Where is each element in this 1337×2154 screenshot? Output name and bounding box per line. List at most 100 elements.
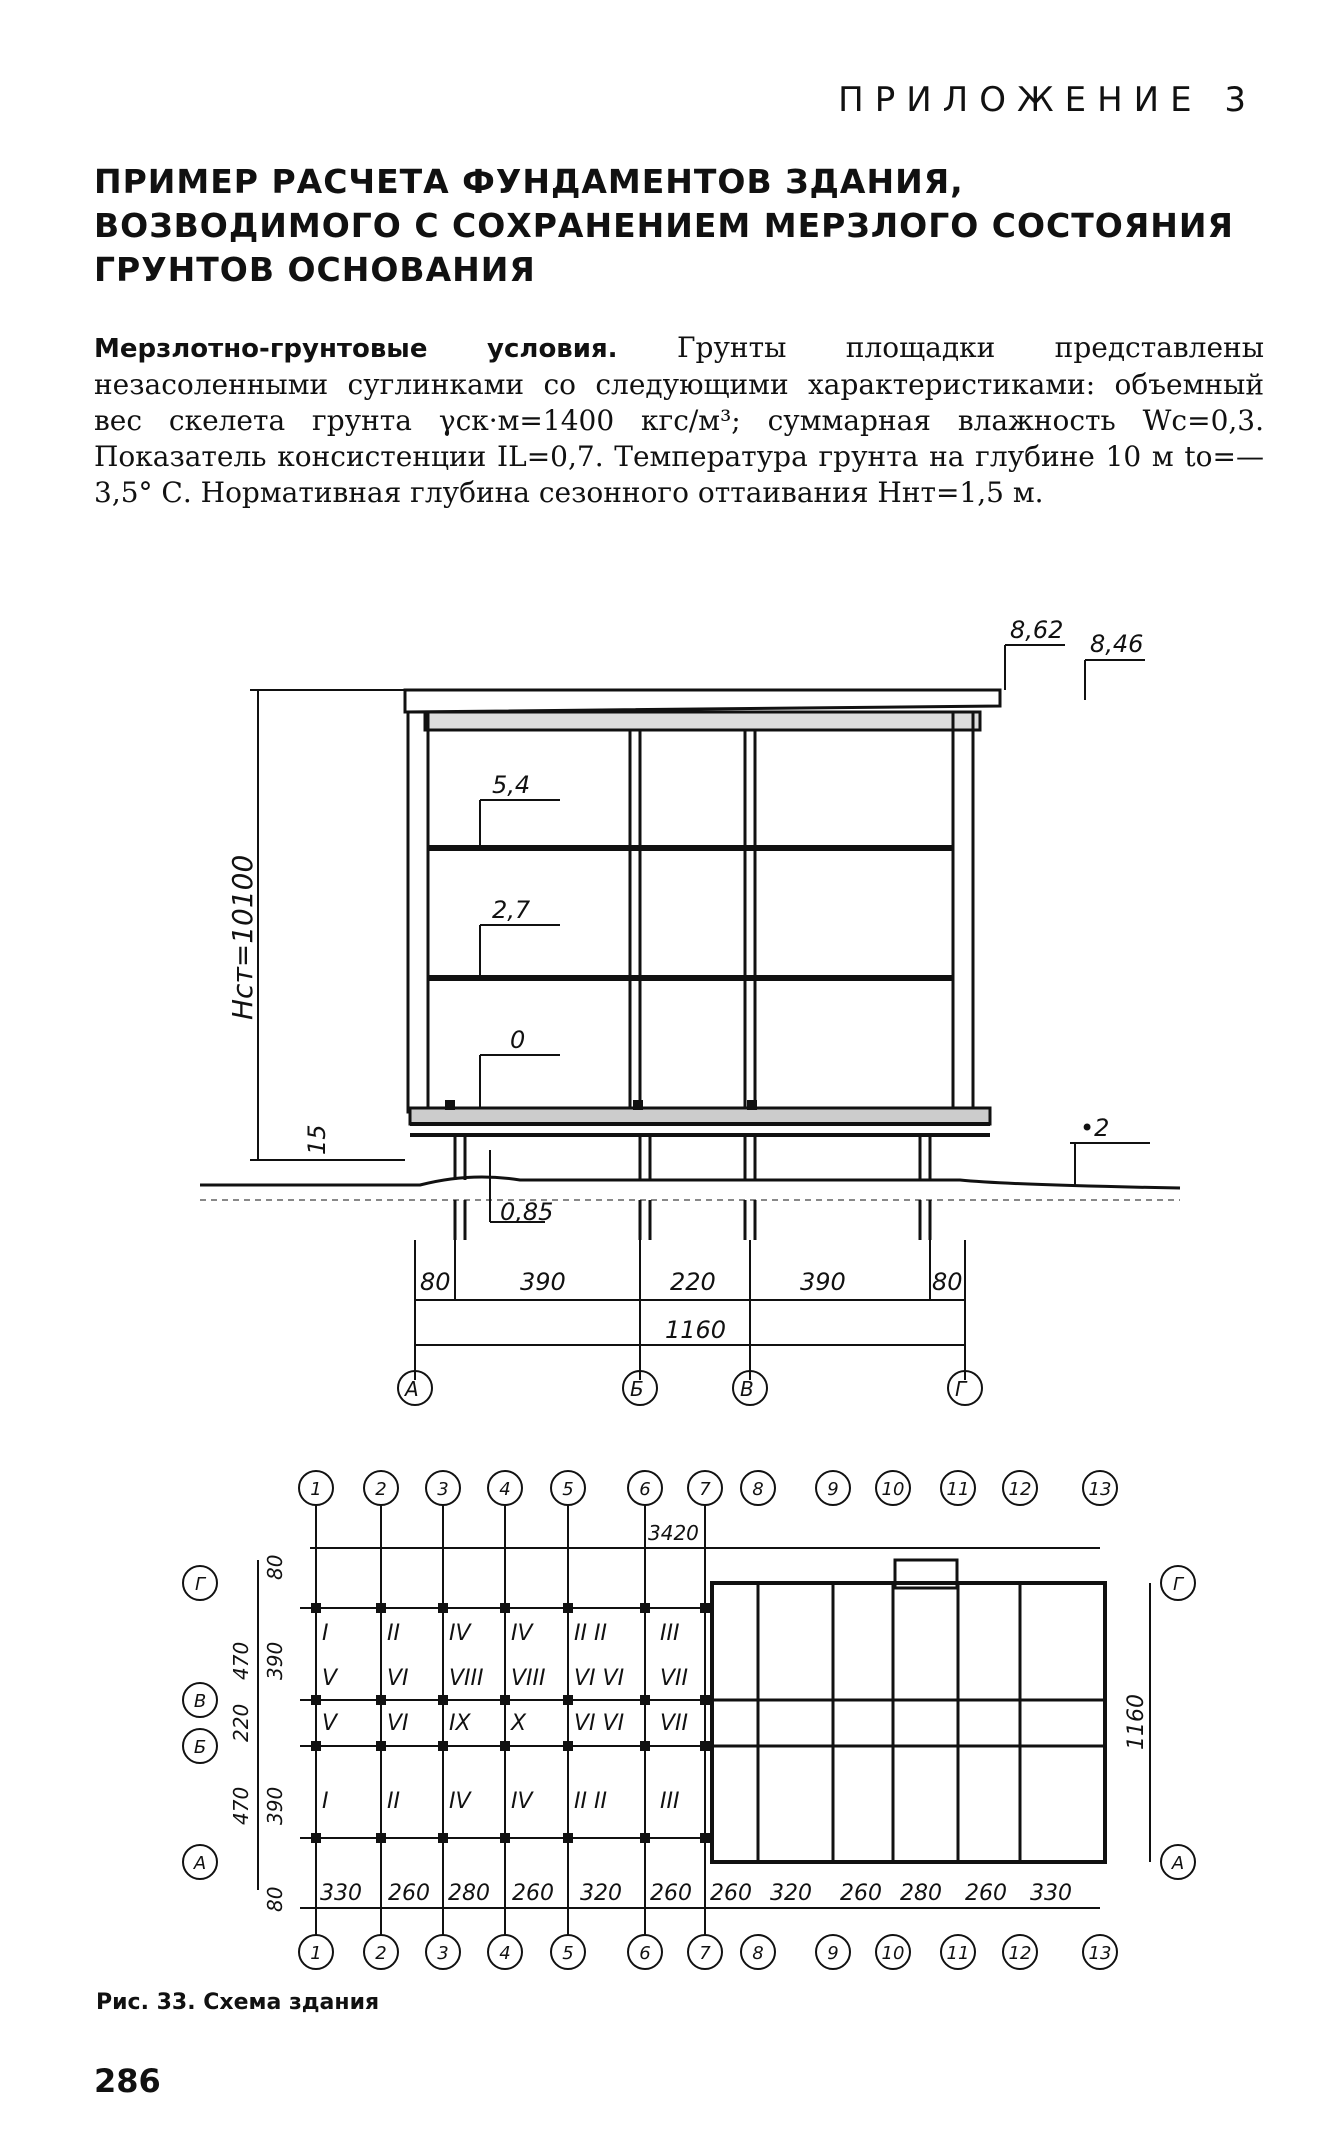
- plan-axis-1: 1: [310, 1479, 321, 1500]
- mark-floor3: 5,4: [492, 771, 530, 799]
- pile-type: X: [510, 1711, 527, 1736]
- pile-type: VIII: [449, 1666, 484, 1691]
- mark-plinth: 15: [303, 1124, 331, 1155]
- bay-dim: 260: [650, 1881, 692, 1906]
- pile-type: II: [387, 1789, 400, 1814]
- left-dim-outer: 220: [229, 1704, 253, 1742]
- bay-dim: 330: [320, 1881, 362, 1906]
- axis-label-a: А: [403, 1377, 419, 1401]
- paragraph-body: Грунты площадки представлены незасоленны…: [94, 331, 1264, 509]
- mark-ground: •2: [1080, 1114, 1109, 1142]
- pile-type: III: [660, 1789, 679, 1814]
- mark-floor1: 0: [510, 1026, 525, 1054]
- left-dim-outer: 80: [263, 1887, 287, 1912]
- plan-axis-12-bottom: 12: [1009, 1943, 1032, 1964]
- page-title: ПРИМЕР РАСЧЕТА ФУНДАМЕНТОВ ЗДАНИЯ, ВОЗВО…: [94, 160, 1274, 292]
- mark-underfloor: 0,85: [500, 1198, 553, 1226]
- plan-row-g-right: Г: [1173, 1574, 1185, 1595]
- pile-type: VI: [387, 1711, 409, 1736]
- plan-axis-10-bottom: 10: [882, 1943, 905, 1964]
- pile-type: VII: [660, 1666, 688, 1691]
- pile-type: III: [660, 1621, 679, 1646]
- plan-row-a-right: А: [1171, 1853, 1184, 1874]
- bay-dim: 260: [840, 1881, 882, 1906]
- dim-390-right: 390: [800, 1268, 846, 1296]
- pile-type: VII: [660, 1711, 688, 1736]
- axis-label-v: В: [740, 1377, 754, 1401]
- plan-axis-6: 6: [639, 1479, 650, 1500]
- pile-type: VIII: [511, 1666, 546, 1691]
- title-line: ГРУНТОВ ОСНОВАНИЯ: [94, 250, 536, 289]
- plan-axis-3-bottom: 3: [437, 1943, 448, 1964]
- plan-row-b-left: Б: [194, 1737, 206, 1758]
- pile-type: IV: [449, 1789, 472, 1814]
- pile-type: II II: [574, 1789, 607, 1814]
- pile-type: I: [322, 1621, 329, 1646]
- figure-caption: Рис. 33. Схема здания: [96, 1990, 380, 2015]
- pile-type: V: [322, 1666, 339, 1691]
- mark-roof-edge: 8,46: [1090, 630, 1143, 658]
- bay-dim: 260: [965, 1881, 1007, 1906]
- soil-conditions-paragraph: Мерзлотно-грунтовые условия. Грунты площ…: [94, 330, 1264, 511]
- bay-dim: 280: [900, 1881, 942, 1906]
- plan-axis-7: 7: [699, 1479, 711, 1500]
- page-number: 286: [94, 2062, 161, 2100]
- dim-80-right: 80: [932, 1268, 963, 1296]
- left-dim-outer: 80: [263, 1555, 287, 1580]
- plan-axis-10: 10: [882, 1479, 905, 1500]
- title-line: ПРИМЕР РАСЧЕТА ФУНДАМЕНТОВ ЗДАНИЯ,: [94, 162, 964, 201]
- pile-type: VI VI: [574, 1666, 624, 1691]
- bay-dim: 320: [580, 1881, 622, 1906]
- bay-dim: 260: [512, 1881, 554, 1906]
- left-dim-inner: 390: [263, 1787, 287, 1825]
- bay-dim: 260: [710, 1881, 752, 1906]
- left-dim-outer: 470: [229, 1787, 253, 1825]
- plan-axis-5-bottom: 5: [562, 1943, 573, 1964]
- plan-axis-9-bottom: 9: [827, 1943, 838, 1964]
- pile-type: II: [387, 1621, 400, 1646]
- plan-row-v-left: В: [194, 1691, 206, 1712]
- pile-type: IX: [449, 1711, 471, 1736]
- plan-total-width: 1160: [1124, 1694, 1149, 1750]
- plan-axis-11-bottom: 11: [947, 1943, 970, 1964]
- plan-axis-11: 11: [947, 1479, 970, 1500]
- total-width-section: 1160: [665, 1316, 726, 1344]
- plan-axis-13-bottom: 13: [1089, 1943, 1112, 1964]
- plan-row-a-left: А: [193, 1853, 206, 1874]
- plan-axis-8: 8: [752, 1479, 763, 1500]
- pile-type: V: [322, 1711, 339, 1736]
- pile-type: VI VI: [574, 1711, 624, 1736]
- plan-row-g-left: Г: [195, 1574, 207, 1595]
- plan-axis-8-bottom: 8: [752, 1943, 763, 1964]
- bay-dim: 330: [1030, 1881, 1072, 1906]
- plan-axis-2: 2: [375, 1479, 386, 1500]
- plan-axis-3: 3: [437, 1479, 448, 1500]
- appendix-heading: ПРИЛОЖЕНИЕ 3: [838, 80, 1257, 120]
- height-label: Hст=10100: [226, 855, 259, 1020]
- bay-dim: 320: [770, 1881, 812, 1906]
- mark-roof-top: 8,62: [1010, 616, 1063, 644]
- axis-label-g: Г: [955, 1377, 968, 1401]
- dim-80-left: 80: [420, 1268, 451, 1296]
- plan-axis-2-bottom: 2: [375, 1943, 386, 1964]
- plan-axis-4: 4: [499, 1479, 510, 1500]
- bay-dim: 280: [448, 1881, 490, 1906]
- left-dim-inner: 390: [263, 1642, 287, 1680]
- pile-type: IV: [511, 1789, 534, 1814]
- left-dim-outer: 470: [229, 1642, 253, 1680]
- paragraph-lead: Мерзлотно-грунтовые условия.: [94, 334, 618, 364]
- plan-axis-1-bottom: 1: [310, 1943, 321, 1964]
- pile-type: VI: [387, 1666, 409, 1691]
- plan-axis-13: 13: [1089, 1479, 1112, 1500]
- pile-type: IV: [449, 1621, 472, 1646]
- axis-label-b: Б: [630, 1377, 644, 1401]
- dim-390-left: 390: [520, 1268, 566, 1296]
- plan-axis-7-bottom: 7: [699, 1943, 711, 1964]
- pile-type: II II: [574, 1621, 607, 1646]
- dim-220: 220: [670, 1268, 716, 1296]
- mark-floor2: 2,7: [492, 896, 531, 924]
- plan-axis-6-bottom: 6: [639, 1943, 650, 1964]
- pile-type: IV: [511, 1621, 534, 1646]
- bay-dim: 260: [388, 1881, 430, 1906]
